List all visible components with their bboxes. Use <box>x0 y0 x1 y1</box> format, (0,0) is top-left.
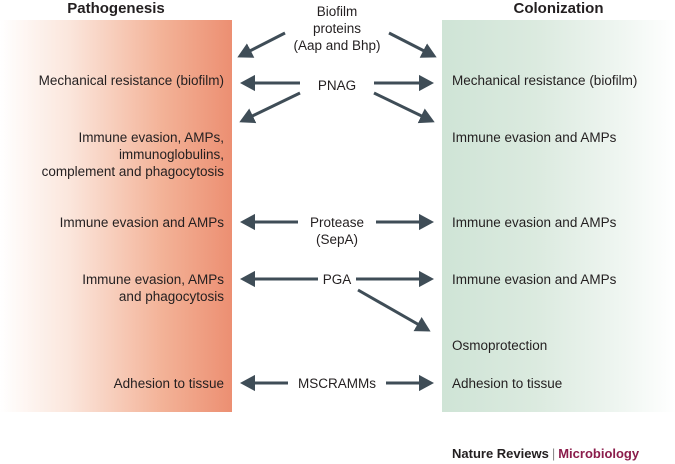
colonization-panel <box>442 20 675 412</box>
journal-section: Microbiology <box>558 446 640 461</box>
pathogenesis-mechanical-resistance: Mechanical resistance (biofilm) <box>38 73 224 88</box>
colonization-adhesion: Adhesion to tissue <box>452 376 563 391</box>
arrow-biofilm-to-colonization <box>388 31 437 58</box>
pathogenesis-heading: Pathogenesis <box>67 0 165 17</box>
pathogenesis-immune-evasion-full: Immune evasion, AMPs, immunoglobulins, c… <box>41 130 224 179</box>
journal-separator: | <box>551 446 556 461</box>
factor-pnag: PNAG <box>317 78 357 93</box>
arrow-biofilm-to-pathogenesis <box>237 31 286 58</box>
factor-biofilm-proteins: Biofilm proteins (Aap and Bhp) <box>293 4 381 53</box>
factor-mscramms: MSCRAMMs <box>298 376 376 391</box>
colonization-mechanical-resistance: Mechanical resistance (biofilm) <box>452 73 638 88</box>
pathogenesis-immune-evasion-phagocytosis: Immune evasion, AMPs and phagocytosis <box>82 272 224 304</box>
arrow-pnag-to-pathogenesis-immune <box>239 91 301 124</box>
pathogenesis-adhesion: Adhesion to tissue <box>113 376 224 391</box>
journal-name: Nature Reviews <box>452 446 549 461</box>
arrow-pga-to-osmoprotection <box>357 288 431 332</box>
colonization-immune-evasion-2: Immune evasion and AMPs <box>452 215 617 230</box>
arrow-pnag-to-colonization-immune <box>373 91 435 124</box>
factor-protease: Protease (SepA) <box>309 215 365 247</box>
factor-pga: PGA <box>322 272 352 287</box>
colonization-heading: Colonization <box>513 0 604 17</box>
colonization-osmoprotection: Osmoprotection <box>452 338 548 353</box>
colonization-immune-evasion-3: Immune evasion and AMPs <box>452 272 617 287</box>
colonization-immune-evasion-1: Immune evasion and AMPs <box>452 130 617 145</box>
pathogenesis-panel <box>0 20 232 412</box>
pathogenesis-immune-evasion-amps: Immune evasion and AMPs <box>59 215 224 230</box>
journal-credit: Nature Reviews|Microbiology <box>452 446 639 461</box>
